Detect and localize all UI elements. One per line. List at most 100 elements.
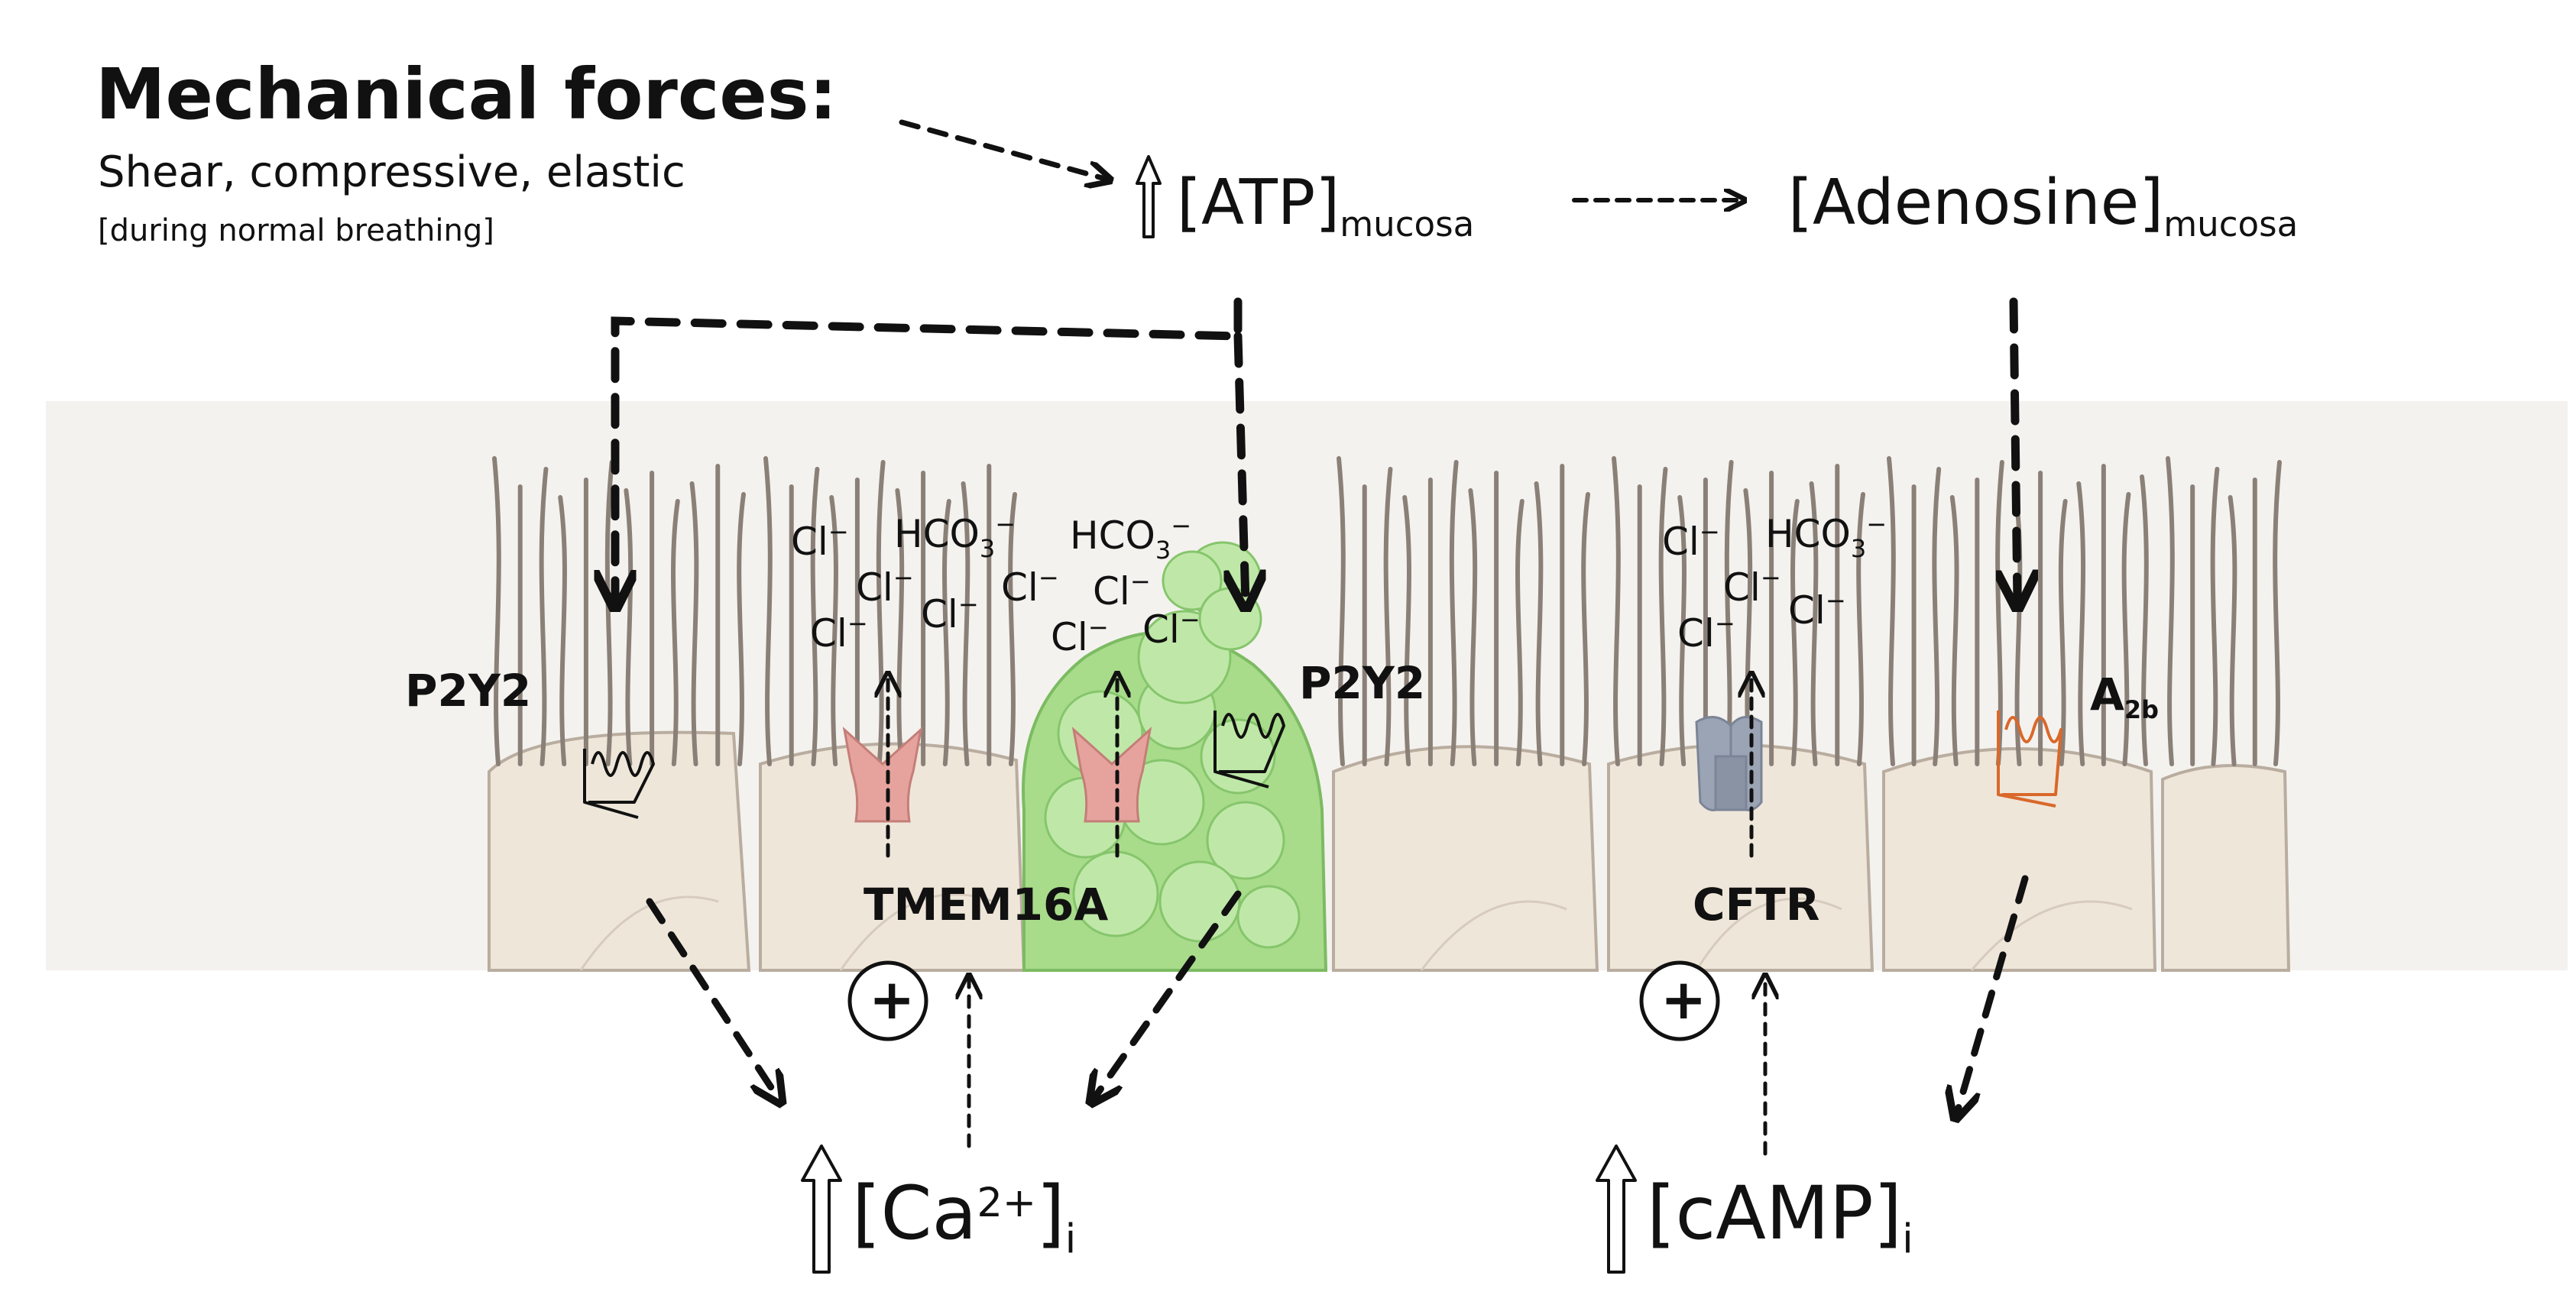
ion-cl: Cl− (1662, 517, 1720, 565)
ion-cl: Cl− (791, 517, 849, 565)
cilium (1534, 481, 1544, 766)
arrow-forces-to-atp (899, 119, 1108, 180)
cilium (942, 499, 951, 766)
cilium (895, 488, 905, 766)
camp-text: [cAMP] (1647, 1170, 1903, 1256)
cilium (1402, 495, 1411, 766)
calcium-label: [Ca2+]i (852, 1177, 1076, 1260)
increase-icon-ca (801, 1144, 842, 1274)
cilium (2166, 456, 2175, 766)
cell-6 (1882, 747, 2157, 972)
cilium (1383, 467, 1393, 766)
ion-cl: Cl− (1723, 563, 1781, 610)
cilium (1995, 460, 2004, 766)
arrow-atp-branch (615, 297, 1243, 604)
cilium (2013, 488, 2023, 766)
cilium (1949, 495, 1959, 766)
cell-4 (1332, 745, 1599, 972)
cilium (1449, 460, 1459, 766)
tmem16a-label: TMEM16A (864, 879, 1109, 931)
ion-hco3: HCO3− (1070, 511, 1192, 565)
cilium (2140, 474, 2149, 766)
arrow-adenosine-to-a2b (2014, 297, 2017, 604)
atp-location: mucosa (1340, 203, 1475, 244)
calcium-close: ] (1036, 1170, 1065, 1256)
calcium-open: [Ca (852, 1170, 977, 1256)
cilium (2058, 499, 2068, 766)
calcium-location: i (1064, 1216, 1077, 1263)
cilium (763, 456, 773, 766)
plus-sign-camp: + (1661, 967, 1707, 1031)
cilium (1887, 456, 1896, 766)
cilium (1658, 467, 1668, 766)
cell-1 (488, 730, 751, 972)
cilium (876, 460, 886, 766)
cilium (737, 492, 746, 766)
heading-forces: Shear, compressive, elastic (98, 147, 685, 197)
p2y2-right-label: P2Y2 (1299, 657, 1426, 709)
cilium (558, 495, 567, 766)
ion-cl: Cl− (810, 609, 868, 656)
plus-circle-ca (847, 960, 928, 1041)
heading-context: [during normal breathing] (98, 213, 494, 248)
cftr-label: CFTR (1693, 879, 1820, 931)
increase-icon-atp (1136, 155, 1162, 238)
cilium (1790, 499, 1800, 766)
ion-hco3: HCO3− (1765, 510, 1887, 563)
adenosine-label: [Adenosine]mucosa (1788, 172, 2298, 241)
p2y2-left-receptor-icon (583, 749, 655, 819)
atp-label: [ATP]mucosa (1177, 172, 1474, 241)
a2b-label: A2b (2090, 672, 2159, 723)
tmem16a-channel-icons (842, 726, 1152, 823)
nuclei (579, 893, 2133, 971)
ion-cl: Cl− (921, 590, 979, 637)
cilium (2228, 495, 2237, 766)
ion-cl: Cl− (1677, 609, 1735, 656)
cilium (604, 460, 614, 766)
arrow-atp-to-goblet (1238, 332, 1246, 604)
a2b-receptor-icon (1997, 711, 2062, 808)
adenosine-text: [Adenosine] (1788, 167, 2164, 239)
camp-label: [cAMP]i (1647, 1177, 1913, 1260)
cilium (2273, 460, 2282, 766)
cilium (1581, 492, 1590, 766)
cilium (1337, 456, 1346, 766)
cilium (2210, 467, 2220, 766)
cilium (1515, 499, 1525, 766)
cilium (1809, 481, 1819, 766)
ion-cl: Cl− (1001, 563, 1059, 610)
adenosine-location: mucosa (2163, 203, 2299, 244)
cilium (492, 456, 501, 766)
cilium (1677, 495, 1687, 766)
cilium (1008, 492, 1017, 766)
cftr-channel-icon (1695, 716, 1763, 811)
arrow-goblet-to-ca (1093, 890, 1242, 1100)
cell-7 (2161, 764, 2291, 972)
cilium (624, 488, 633, 766)
a2b-letter: A (2090, 669, 2124, 720)
cell-2 (759, 742, 1026, 972)
calcium-charge: 2+ (977, 1179, 1037, 1226)
ion-cl: Cl− (1051, 613, 1109, 660)
heading-title: Mechanical forces: (96, 53, 838, 135)
ion-cl: Cl− (1142, 605, 1201, 652)
cilium (1468, 488, 1478, 766)
atp-text: [ATP] (1177, 167, 1340, 239)
cilia (492, 456, 2282, 766)
increase-icon-camp (1596, 1144, 1637, 1274)
cilium (2121, 492, 2131, 766)
camp-location: i (1902, 1216, 1913, 1263)
p2y2-left-label: P2Y2 (405, 665, 532, 717)
cilium (671, 499, 680, 766)
plus-sign-ca: + (869, 967, 915, 1031)
cilium (2076, 481, 2086, 766)
arrow-a2b-to-camp (1956, 875, 2029, 1115)
p2y2-right-receptor-icon (1213, 711, 1285, 788)
ion-hco3: HCO3− (894, 510, 1016, 563)
a2b-subscript: 2b (2124, 695, 2159, 725)
ion-cl: Cl− (1788, 586, 1846, 633)
ion-cl: Cl− (1093, 567, 1151, 614)
cilium (829, 495, 838, 766)
